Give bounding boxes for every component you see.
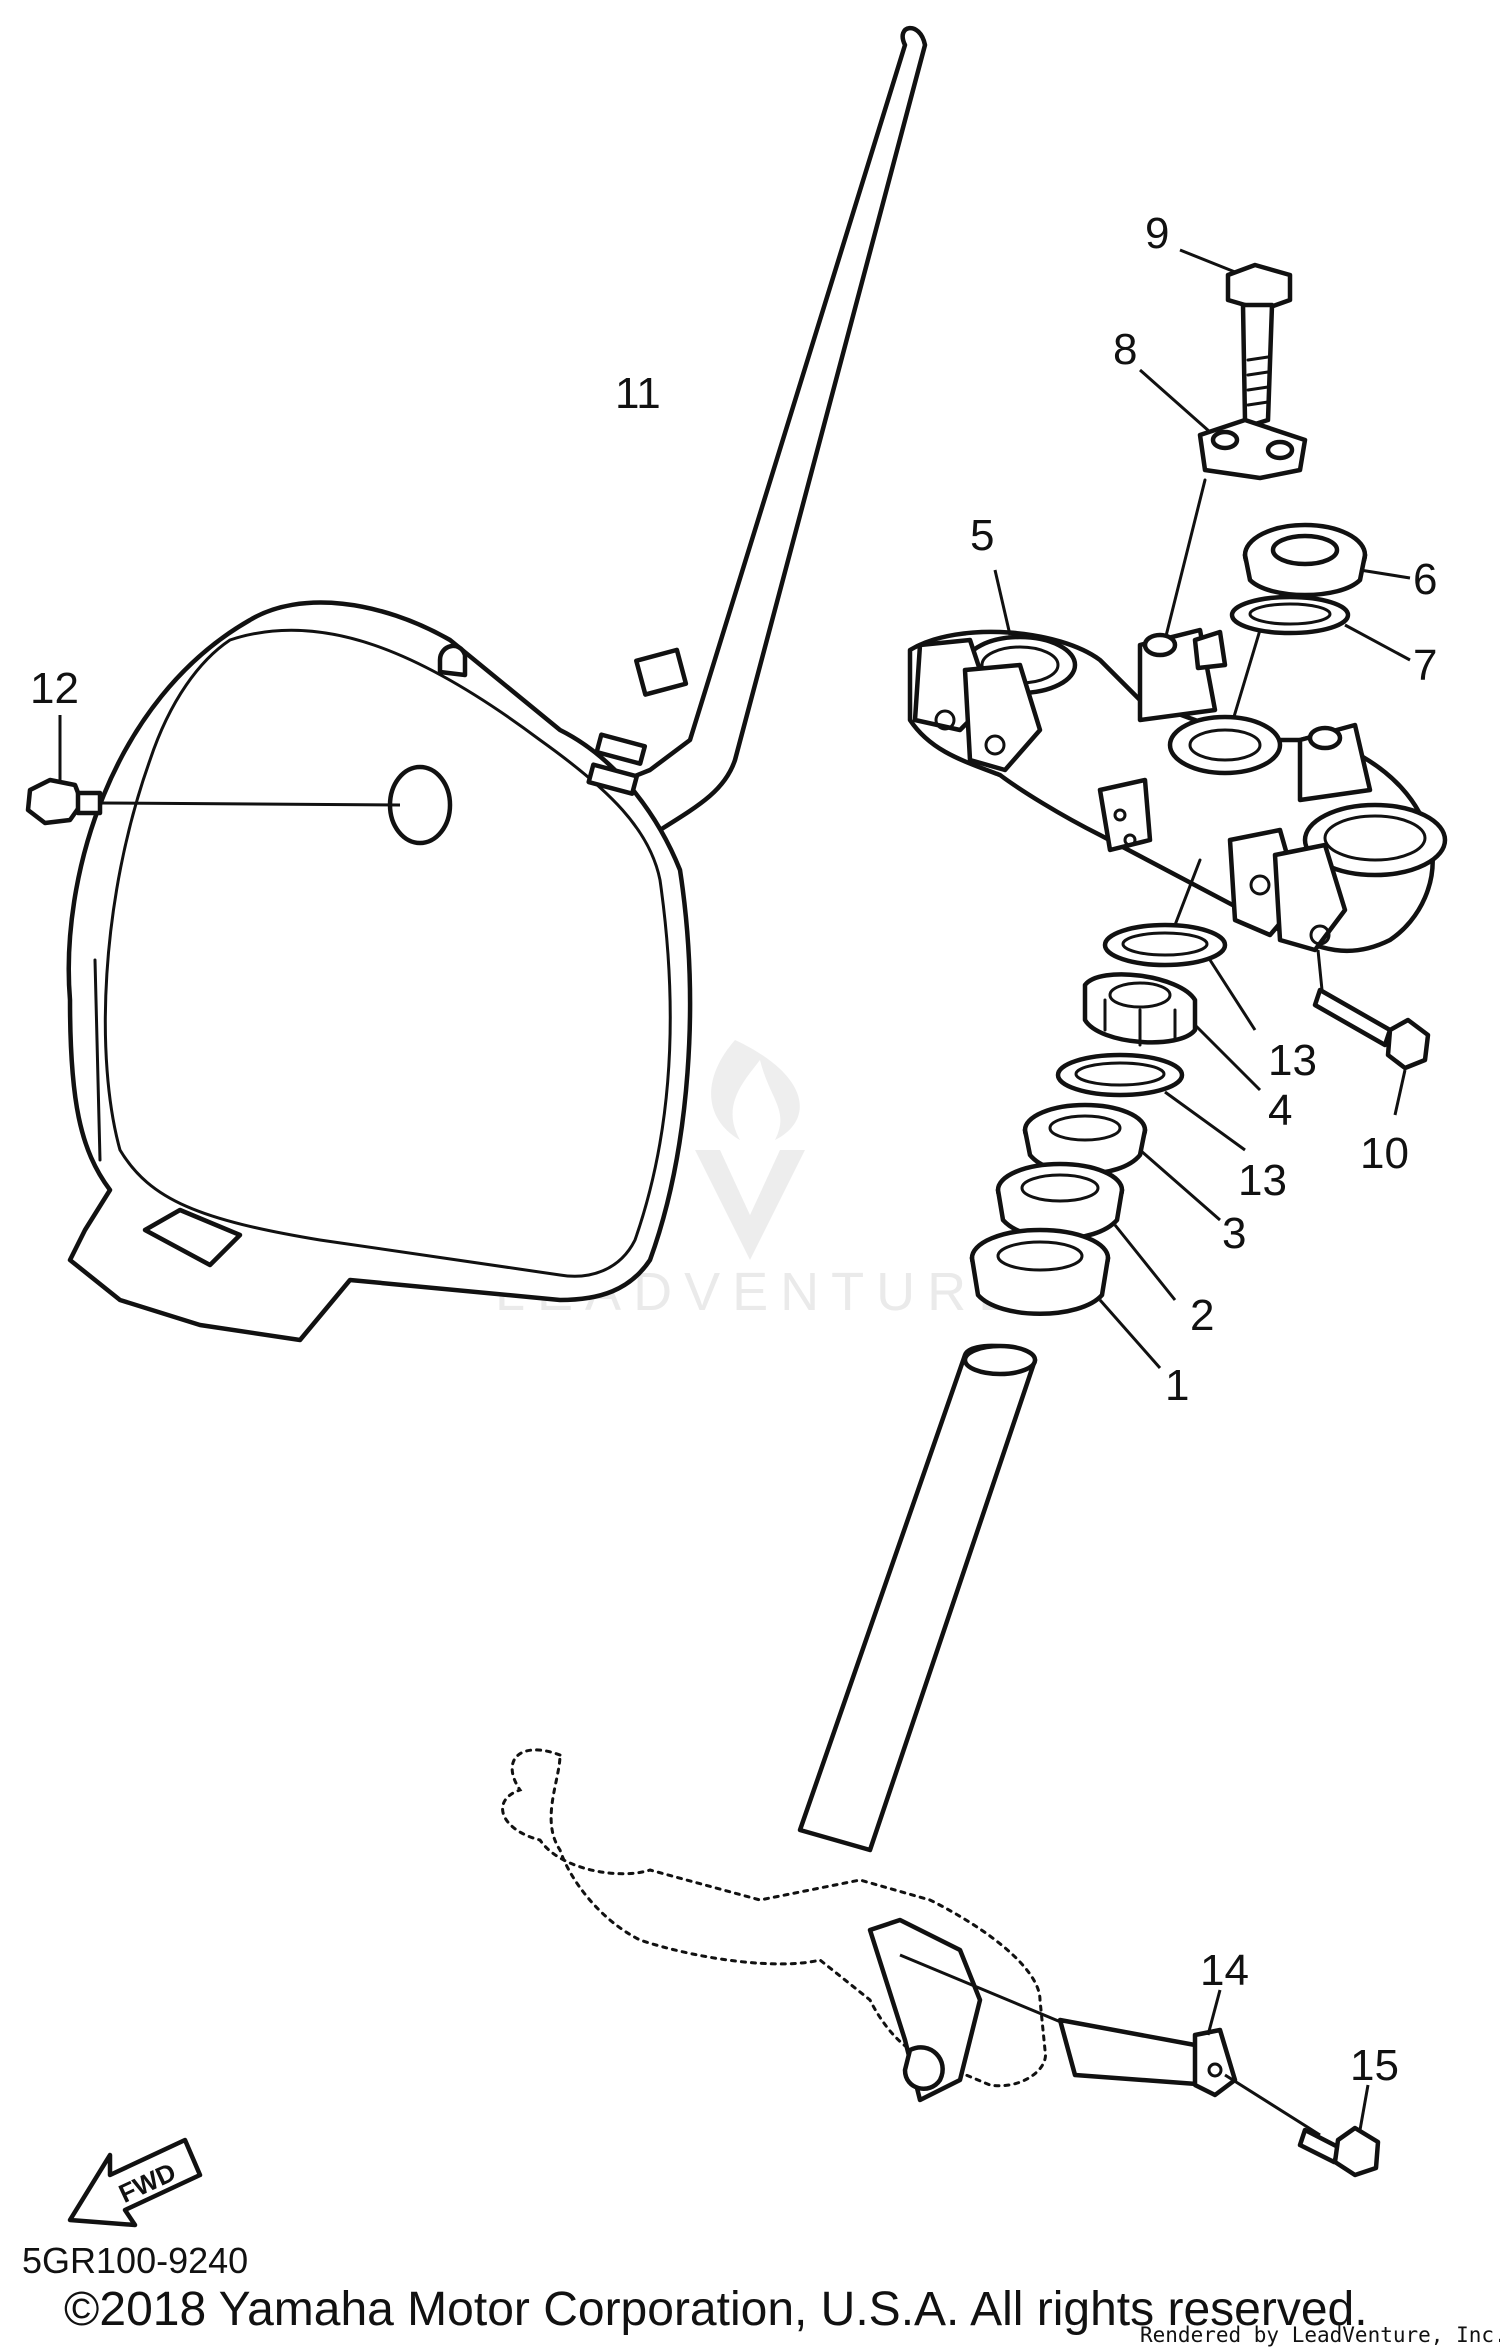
lock-nut-4-part — [1082, 972, 1262, 1092]
rendered-by-credit: Rendered by LeadVenture, Inc. — [1140, 2323, 1500, 2347]
bolt-15-part — [1297, 2084, 1381, 2178]
under-bracket-part — [501, 1343, 1081, 2103]
callout-11: 11 — [615, 369, 661, 418]
washer-13-lower-part — [1055, 1052, 1246, 1152]
bolt-10-part — [1312, 949, 1431, 1116]
callout-15: 15 — [1350, 2041, 1399, 2090]
copyright-notice: ©2018 Yamaha Motor Corporation, U.S.A. A… — [64, 2283, 1368, 2336]
callout-6: 6 — [1413, 555, 1437, 604]
drawing-code: 5GR100-9240 — [22, 2240, 248, 2281]
bearing-2-part — [995, 1161, 1177, 1301]
callout-13-upper: 13 — [1268, 1036, 1317, 1085]
bolt-9-part — [1179, 248, 1293, 428]
callout-2: 2 — [1190, 1291, 1214, 1340]
upper-bracket-5-part — [907, 569, 1448, 954]
callout-10: 10 — [1360, 1129, 1409, 1178]
callout-4: 4 — [1268, 1086, 1292, 1135]
holder-8-part — [1139, 368, 1308, 642]
bolt-12-part — [25, 715, 401, 826]
bushing-6-part — [1242, 522, 1411, 598]
callout-3: 3 — [1222, 1209, 1246, 1258]
number-plate-part — [66, 25, 928, 1343]
callout-14: 14 — [1200, 1946, 1249, 1995]
callout-12: 12 — [30, 664, 79, 713]
fwd-arrow-icon: FWD — [67, 2137, 203, 2228]
callout-5: 5 — [970, 511, 994, 560]
callout-7: 7 — [1413, 641, 1437, 690]
seal-1-part — [969, 1227, 1162, 1369]
washer-7-part — [1228, 594, 1411, 732]
callout-13-lower: 13 — [1238, 1156, 1287, 1205]
callout-8: 8 — [1113, 325, 1137, 374]
callout-1: 1 — [1165, 1361, 1189, 1410]
washer-13-upper-part — [1102, 858, 1257, 1031]
cable-guide-14-part — [1057, 1989, 1321, 2137]
callout-9: 9 — [1145, 209, 1169, 258]
